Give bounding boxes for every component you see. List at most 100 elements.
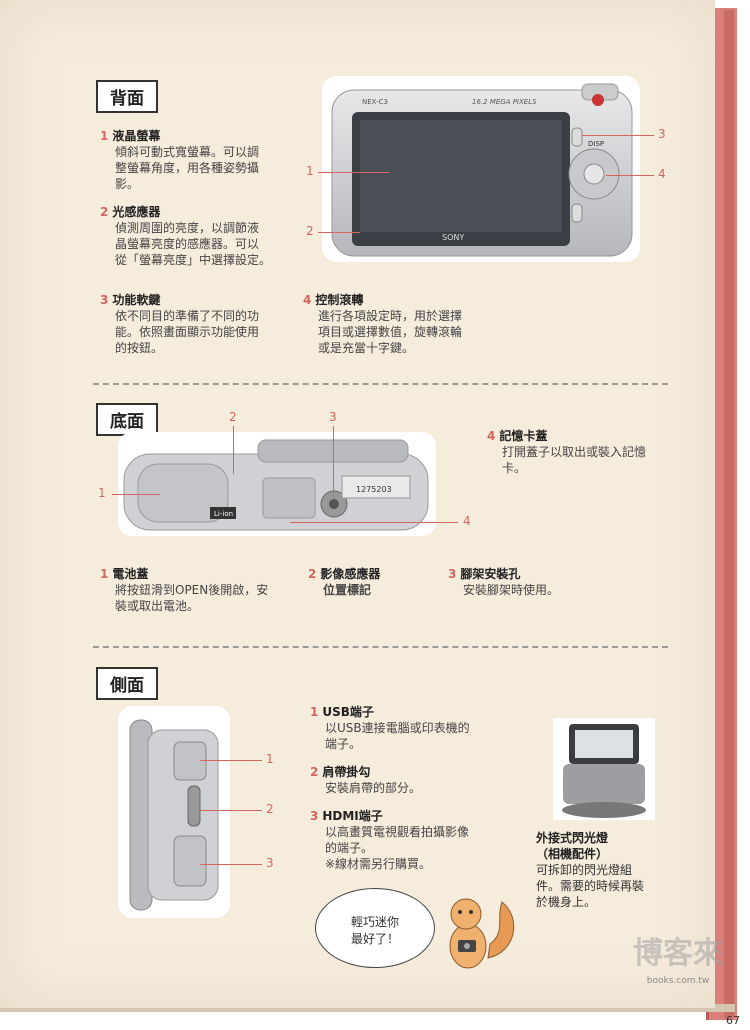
- book-spine-edge: [724, 10, 734, 1018]
- hdmi-port-cover: [173, 835, 207, 887]
- item-number: 3: [100, 293, 109, 307]
- battery-cover: [137, 463, 229, 523]
- item-title-line-2: 位置標記: [323, 583, 372, 597]
- speech-bubble: 輕巧迷你 最好了！: [315, 888, 435, 968]
- item-number: 3: [310, 809, 319, 823]
- item-desc-line: 裝或取出電池。: [115, 599, 200, 613]
- callout-3: 3: [266, 856, 274, 870]
- item-desc-line: 以高畫質電視觀看拍攝影像: [325, 825, 470, 839]
- item-desc-line: 以USB連接電腦或印表機的: [325, 721, 470, 735]
- item-desc-line: 安裝肩帶的部分。: [325, 781, 422, 795]
- item-title: 電池蓋: [112, 567, 149, 581]
- flash-base: [562, 802, 646, 818]
- camera-bottom-illustration: Li-ion 1275203: [123, 439, 429, 531]
- brand-text: SONY: [442, 233, 464, 242]
- callout-3: 3: [658, 127, 666, 141]
- item-desc-line: 或是充當十字鍵。: [318, 341, 415, 355]
- callout-line: [290, 522, 458, 523]
- flash-photo: [553, 718, 655, 820]
- camera-back-illustration: NEX-C3 16.2 MEGA PIXELS SONY DISP: [331, 83, 633, 257]
- callout-line: [200, 864, 262, 865]
- callout-3: 3: [329, 410, 337, 424]
- flash-caption: 外接式閃光燈 （相機配件） 可拆卸的閃光燈組 件。需要的時候再裝 於機身上。: [536, 830, 676, 910]
- callout-line: [333, 426, 334, 498]
- callout-2: 2: [229, 410, 237, 424]
- disp-label: DISP: [588, 140, 604, 148]
- flash-subtitle: （相機配件）: [536, 847, 609, 861]
- item-title: 記憶卡蓋: [499, 429, 548, 443]
- item-number: 1: [100, 567, 109, 581]
- battery-label-bg: [210, 507, 236, 519]
- megapixel-text: 16.2 MEGA PIXELS: [472, 98, 537, 106]
- item-title: 液晶螢幕: [112, 129, 161, 143]
- item-desc-line: 能。依照畫面顯示功能使用: [115, 325, 260, 339]
- card-cover: [262, 477, 316, 519]
- flash-title: 外接式閃光燈: [536, 831, 609, 845]
- item-title: USB端子: [322, 705, 374, 719]
- soft-key-top: [571, 127, 583, 147]
- watermark: 博客來 books.com.tw: [628, 928, 728, 1008]
- usb-port-cover: [173, 741, 207, 781]
- item-desc-line: 打開蓋子以取出或裝入記憶: [502, 445, 647, 459]
- callout-line: [200, 810, 262, 811]
- callout-1: 1: [306, 164, 314, 178]
- callout-line: [606, 175, 654, 176]
- callout-line: [200, 760, 262, 761]
- serial-number: 1275203: [356, 485, 392, 494]
- model-text: NEX-C3: [362, 98, 388, 106]
- item-number: 4: [303, 293, 312, 307]
- item-desc-line: 從「螢幕亮度」中選擇設定。: [115, 253, 272, 267]
- item-desc-line: 依不同目的準備了不同的功: [115, 309, 260, 323]
- item-desc-line: 進行各項設定時，用於選擇: [318, 309, 463, 323]
- item-title: 影像感應器: [320, 567, 381, 581]
- item-desc-line: 端子。: [325, 737, 362, 751]
- item-title: HDMI端子: [322, 809, 383, 823]
- battery-label: Li-ion: [214, 510, 233, 518]
- section-title-back: 背面: [96, 80, 158, 113]
- callout-line: [233, 426, 234, 474]
- flash-desc-line: 於機身上。: [536, 895, 597, 909]
- item-number: 1: [100, 129, 109, 143]
- watermark-url: books.com.tw: [646, 976, 710, 986]
- page-number: 67: [726, 1014, 740, 1027]
- callout-1: 1: [98, 486, 106, 500]
- callout-line: [318, 172, 390, 173]
- item-desc-line: 的端子。: [325, 841, 374, 855]
- section-title-side: 側面: [96, 667, 158, 700]
- squirrel-mascot-icon: [449, 898, 515, 969]
- item-desc-line: 的按鈕。: [115, 341, 164, 355]
- center-button: [583, 163, 605, 185]
- item-desc-line: 卡。: [502, 461, 527, 475]
- soft-key-bottom: [571, 203, 583, 223]
- flash-desc-line: 可拆卸的閃光燈組: [536, 863, 633, 877]
- callout-line: [318, 232, 360, 233]
- strap-hook: [187, 785, 201, 827]
- bubble-line-2: 最好了！: [350, 932, 399, 946]
- camera-bottom-photo: Li-ion 1275203: [118, 432, 436, 536]
- callout-1: 1: [266, 752, 274, 766]
- item-title: 光感應器: [112, 205, 161, 219]
- item-number: 4: [487, 429, 496, 443]
- item-desc-line: 安裝腳架時使用。: [463, 583, 560, 597]
- spec-plate: [341, 475, 411, 499]
- item-desc-line: 項目或選擇數值，旋轉滾輪: [318, 325, 463, 339]
- item-number: 2: [310, 765, 319, 779]
- camera-side-illustration: [129, 719, 219, 911]
- section-divider: [93, 646, 668, 648]
- bubble-line-1: 輕巧迷你: [350, 915, 399, 929]
- tripod-hole: [329, 499, 339, 509]
- page-edge: [0, 1004, 735, 1012]
- callout-2: 2: [306, 224, 314, 238]
- lcd-screen: [360, 120, 562, 232]
- camera-side-photo: [118, 706, 230, 918]
